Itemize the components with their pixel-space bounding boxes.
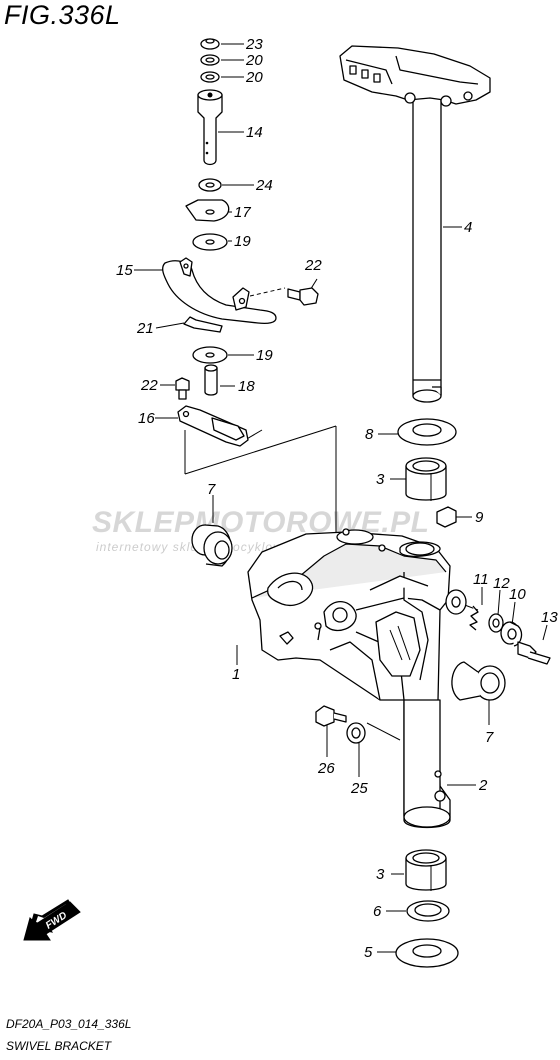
bushing-3-lower	[405, 849, 447, 891]
fwd-arrow-icon: FWD	[23, 899, 81, 941]
bolt-26	[315, 705, 347, 727]
callout-19-lower: 19	[256, 347, 273, 364]
callout-22-upper: 22	[304, 257, 322, 274]
callout-3-upper: 3	[376, 471, 385, 488]
bushing-3-upper	[405, 457, 447, 501]
bolt-13	[517, 641, 551, 665]
bolt-14	[197, 89, 223, 166]
bolt-22-lower	[175, 377, 190, 400]
steering-shaft-4	[339, 45, 491, 403]
bushing-7-left	[191, 524, 233, 567]
spring-21	[183, 316, 223, 333]
bushing-10	[500, 621, 523, 647]
callout-6: 6	[373, 903, 382, 920]
callout-23: 23	[245, 36, 263, 53]
callout-20-lower: 20	[245, 69, 263, 86]
callout-10: 10	[509, 586, 526, 603]
figure-title: FIG.336L	[4, 0, 121, 30]
pin-18	[204, 364, 218, 396]
washer-20-upper	[200, 54, 220, 66]
bracket-16	[177, 405, 249, 447]
spring-11	[469, 605, 479, 631]
callout-20-upper: 20	[245, 52, 263, 69]
callout-16: 16	[138, 410, 155, 427]
washer-19-lower	[192, 346, 228, 364]
callout-11: 11	[473, 571, 489, 588]
callout-24: 24	[255, 177, 273, 194]
callout-7-right: 7	[485, 729, 494, 746]
callout-18: 18	[238, 378, 255, 395]
callout-3-lower: 3	[376, 866, 385, 883]
swivel-bracket-body	[247, 528, 467, 829]
callout-25: 25	[350, 780, 368, 797]
callout-22-lower: 22	[140, 377, 158, 394]
grease-nipple-1	[279, 631, 294, 645]
callout-21: 21	[136, 320, 154, 337]
callout-15: 15	[116, 262, 133, 279]
bolt-22-upper	[287, 287, 319, 306]
callout-7-left: 7	[207, 481, 216, 498]
footer-code: DF20A_P03_014_336L	[6, 1017, 132, 1031]
collar-25	[346, 722, 366, 744]
lever-15	[162, 257, 277, 324]
callout-1: 1	[232, 666, 240, 683]
callout-13: 13	[541, 609, 558, 626]
callout-26: 26	[317, 760, 335, 777]
bushing-7-right	[451, 661, 506, 701]
callout-numbers: 23 20 20 14 24 17 19 22 15 21 19 22 18 1…	[116, 36, 558, 961]
pad-9	[436, 506, 457, 528]
plate-17	[185, 199, 230, 222]
washer-24	[198, 178, 222, 192]
washer-12	[488, 613, 504, 633]
nut-23	[200, 38, 220, 50]
callout-5: 5	[364, 944, 373, 961]
callout-2: 2	[478, 777, 488, 794]
washer-20-lower	[200, 71, 220, 83]
washer-19-upper	[192, 233, 228, 251]
callout-14: 14	[246, 124, 263, 141]
thrust-washer-8	[397, 418, 457, 446]
callout-12: 12	[493, 575, 510, 592]
leader-lines	[134, 43, 548, 953]
callout-17: 17	[234, 204, 251, 221]
washer-6	[406, 900, 450, 922]
watermark-sub: internetowy sklep motocyklowy	[96, 540, 290, 554]
footer-name: SWIVEL BRACKET	[6, 1039, 112, 1053]
callout-9: 9	[475, 509, 484, 526]
callout-19-upper: 19	[234, 233, 251, 250]
callout-4: 4	[464, 219, 472, 236]
thrust-washer-5	[395, 938, 459, 968]
callout-8: 8	[365, 426, 374, 443]
